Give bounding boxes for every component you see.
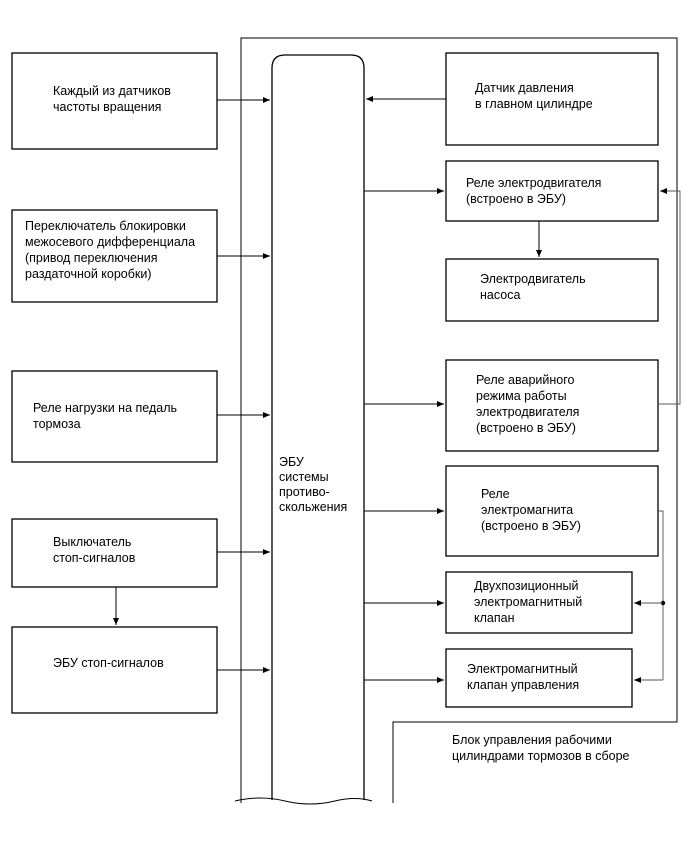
svg-text:ЭБУ: ЭБУ [279, 455, 304, 469]
svg-text:электромагнита: электромагнита [481, 503, 573, 517]
svg-text:Реле аварийного: Реле аварийного [476, 373, 575, 387]
svg-text:Выключатель: Выключатель [53, 535, 131, 549]
svg-text:клапан управления: клапан управления [467, 678, 579, 692]
svg-text:скольжения: скольжения [279, 500, 347, 514]
master-cylinder-pressure-sensor: Датчик давления в главном цилиндре [445, 52, 659, 146]
svg-text:(встроено в ЭБУ): (встроено в ЭБУ) [466, 192, 566, 206]
svg-text:Электромагнитный: Электромагнитный [467, 662, 578, 676]
input-brake-pedal-load-relay: Реле нагрузки на педаль тормоза [11, 370, 218, 463]
motor-emergency-relay: Реле аварийного режима работы электродви… [445, 359, 659, 452]
svg-text:Реле электродвигателя: Реле электродвигателя [466, 176, 601, 190]
svg-text:Электродвигатель: Электродвигатель [480, 272, 586, 286]
input-wheel-speed-sensors: Каждый из датчиков частоты вращения [11, 52, 218, 150]
svg-text:системы: системы [279, 470, 329, 484]
input-stop-lamp-switch: Выключатель стоп-сигналов [11, 518, 218, 588]
link-solenoid-relay-to-valves [658, 510, 664, 680]
two-position-solenoid-valve: Двухпозиционный электромагнитный клапан [445, 571, 633, 634]
svg-text:противо-: противо- [279, 485, 330, 499]
svg-text:(встроено в ЭБУ): (встроено в ЭБУ) [481, 519, 581, 533]
svg-text:Датчик давления: Датчик давления [475, 81, 574, 95]
svg-text:межосевого дифференциала: межосевого дифференциала [25, 235, 195, 249]
ecu-block [271, 54, 365, 800]
pump-motor: Электродвигатель насоса [445, 258, 659, 322]
svg-text:электромагнитный: электромагнитный [474, 595, 582, 609]
svg-text:электродвигателя: электродвигателя [476, 405, 579, 419]
link-emergency-relay-to-motor-relay [658, 188, 681, 405]
control-solenoid-valve: Электромагнитный клапан управления [445, 648, 633, 708]
svg-text:цилиндрами тормозов в сборе: цилиндрами тормозов в сборе [452, 749, 630, 763]
ecu-block-break-bottom [234, 797, 373, 805]
svg-text:стоп-сигналов: стоп-сигналов [53, 551, 136, 565]
svg-text:Двухпозиционный: Двухпозиционный [474, 579, 579, 593]
svg-text:Блок управления рабочими: Блок управления рабочими [452, 733, 612, 747]
svg-text:(встроено в ЭБУ): (встроено в ЭБУ) [476, 421, 576, 435]
motor-relay: Реле электродвигателя (встроено в ЭБУ) [445, 160, 659, 222]
svg-text:ЭБУ стоп-сигналов: ЭБУ стоп-сигналов [53, 656, 164, 670]
svg-text:клапан: клапан [474, 611, 515, 625]
input-center-diff-lock-switch: Переключатель блокировки межосевого дифф… [11, 209, 218, 303]
svg-text:Каждый из датчиков: Каждый из датчиков [53, 84, 171, 98]
svg-text:Реле нагрузки на педаль: Реле нагрузки на педаль [33, 401, 177, 415]
svg-text:насоса: насоса [480, 288, 520, 302]
actuator-assembly-outline [240, 37, 678, 803]
input-stop-lamp-ecu: ЭБУ стоп-сигналов [11, 626, 218, 714]
svg-text:(привод переключения: (привод переключения [25, 251, 158, 265]
actuator-assembly-label: Блок управления рабочими цилиндрами торм… [452, 733, 630, 763]
svg-text:раздаточной коробки): раздаточной коробки) [25, 267, 152, 281]
svg-text:тормоза: тормоза [33, 417, 81, 431]
svg-text:частоты вращения: частоты вращения [53, 100, 161, 114]
svg-text:режима работы: режима работы [476, 389, 567, 403]
ecu-label: ЭБУ системы противо- скольжения [279, 455, 347, 514]
svg-text:Реле: Реле [481, 487, 510, 501]
svg-text:Переключатель блокировки: Переключатель блокировки [25, 219, 186, 233]
svg-text:в главном цилиндре: в главном цилиндре [475, 97, 593, 111]
solenoid-relay: Реле электромагнита (встроено в ЭБУ) [445, 465, 659, 557]
